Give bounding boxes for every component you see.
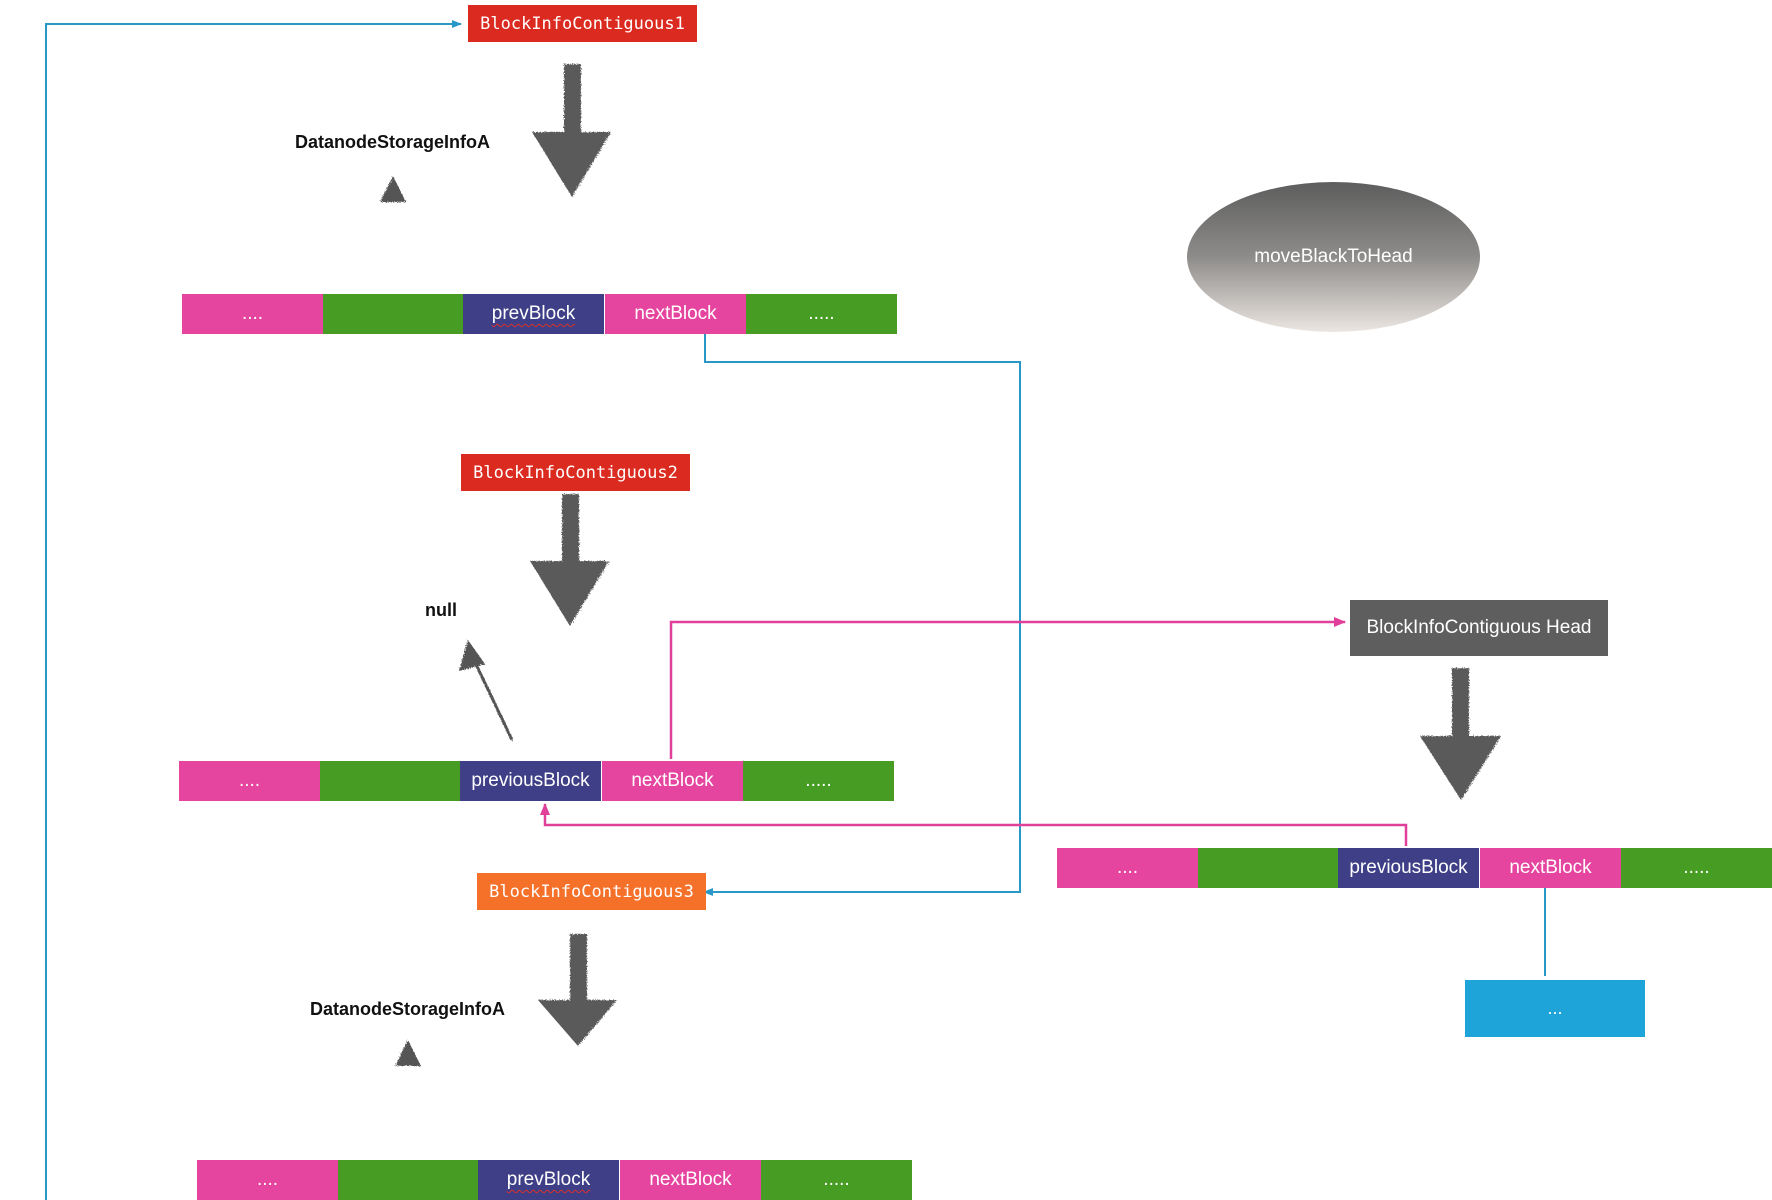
down-arrow-2 xyxy=(530,494,609,626)
null-label: null xyxy=(425,600,457,620)
head-bar-previous-block-label: previousBlock xyxy=(1349,857,1468,878)
move-block-to-head-ellipse: moveBlackToHead xyxy=(1187,182,1480,332)
bar1-segment-more-label: ..... xyxy=(808,303,835,324)
block-info-contiguous-head-label: BlockInfoContiguous Head xyxy=(1366,617,1592,638)
block-bar-2: .... previousBlock nextBlock ..... xyxy=(179,761,894,801)
bar3-segment-dots-label: .... xyxy=(256,1169,279,1190)
to-head-link-line xyxy=(669,617,1346,759)
down-arrow-1 xyxy=(532,64,611,197)
bar1-segment-prev-block: prevBlock xyxy=(463,294,604,334)
bar3-segment-blank xyxy=(338,1160,478,1200)
bar1-next-block-label: nextBlock xyxy=(634,303,717,324)
block-info-contiguous-2-label: BlockInfoContiguous2 xyxy=(473,462,678,483)
bar3-prev-block-label: prevBlock xyxy=(506,1169,591,1190)
head-bar-segment-dots: .... xyxy=(1057,848,1198,888)
down-arrow-3 xyxy=(538,934,617,1046)
bar3-segment-next-block: nextBlock xyxy=(620,1160,761,1200)
block-info-contiguous-3-label: BlockInfoContiguous3 xyxy=(489,881,694,902)
bar2-segment-dots: .... xyxy=(179,761,320,801)
next-link-line xyxy=(703,330,1021,896)
head-bar-segment-previous-block: previousBlock xyxy=(1338,848,1479,888)
bar2-segment-previous-block: previousBlock xyxy=(460,761,601,801)
move-block-to-head-label: moveBlackToHead xyxy=(1254,246,1413,267)
head-bar-next-block-label: nextBlock xyxy=(1509,857,1592,878)
bar2-previous-block-label: previousBlock xyxy=(471,770,590,791)
block-info-contiguous-2: BlockInfoContiguous2 xyxy=(461,454,690,491)
bar3-segment-more: ..... xyxy=(761,1160,912,1200)
down-arrow-head xyxy=(1420,668,1501,800)
bar2-next-block-label: nextBlock xyxy=(631,770,714,791)
pointer-arrow-null xyxy=(459,640,514,741)
bar1-segment-blank xyxy=(323,294,463,334)
bar1-segment-next-block: nextBlock xyxy=(605,294,746,334)
bar1-segment-dots-label: .... xyxy=(241,303,264,324)
block-bar-1: .... prevBlock nextBlock ..... xyxy=(182,294,897,334)
tail-block: ... xyxy=(1465,980,1645,1037)
head-bar-segment-more: ..... xyxy=(1621,848,1772,888)
bar1-segment-dots: .... xyxy=(182,294,323,334)
storage-info-top-label: DatanodeStorageInfoA xyxy=(295,132,491,152)
bar3-next-block-label: nextBlock xyxy=(649,1169,732,1190)
block-info-contiguous-head: BlockInfoContiguous Head xyxy=(1350,600,1608,656)
head-bar-segment-next-block: nextBlock xyxy=(1480,848,1621,888)
block-bar-3: .... prevBlock nextBlock ..... xyxy=(197,1160,912,1200)
block-info-contiguous-1: BlockInfoContiguous1 xyxy=(468,5,697,42)
bar2-segment-blank xyxy=(320,761,460,801)
block-info-contiguous-1-label: BlockInfoContiguous1 xyxy=(480,13,685,34)
bar1-prev-block-label: prevBlock xyxy=(491,303,576,324)
bar3-segment-prev-block: prevBlock xyxy=(478,1160,619,1200)
pointer-arrow-storage-bottom xyxy=(395,1040,421,1142)
head-bar-segment-more-label: ..... xyxy=(1683,857,1710,878)
bar2-segment-dots-label: .... xyxy=(238,770,261,791)
bar2-segment-more-label: ..... xyxy=(805,770,832,791)
block-bar-head: .... previousBlock nextBlock ..... xyxy=(1057,848,1772,888)
bar3-segment-dots: .... xyxy=(197,1160,338,1200)
head-prev-link-line xyxy=(540,803,1408,846)
bar3-segment-more-label: ..... xyxy=(823,1169,850,1190)
bar2-segment-next-block: nextBlock xyxy=(602,761,743,801)
bar2-segment-more: ..... xyxy=(743,761,894,801)
storage-info-bottom-label: DatanodeStorageInfoA xyxy=(310,999,506,1019)
block-info-contiguous-3: BlockInfoContiguous3 xyxy=(477,873,706,910)
bar1-segment-more: ..... xyxy=(746,294,897,334)
pointer-arrow-storage-top xyxy=(380,176,406,276)
tail-block-label: ... xyxy=(1547,998,1563,1018)
head-bar-segment-blank xyxy=(1198,848,1338,888)
loop-link-line xyxy=(45,20,462,1200)
head-bar-segment-dots-label: .... xyxy=(1116,857,1139,878)
